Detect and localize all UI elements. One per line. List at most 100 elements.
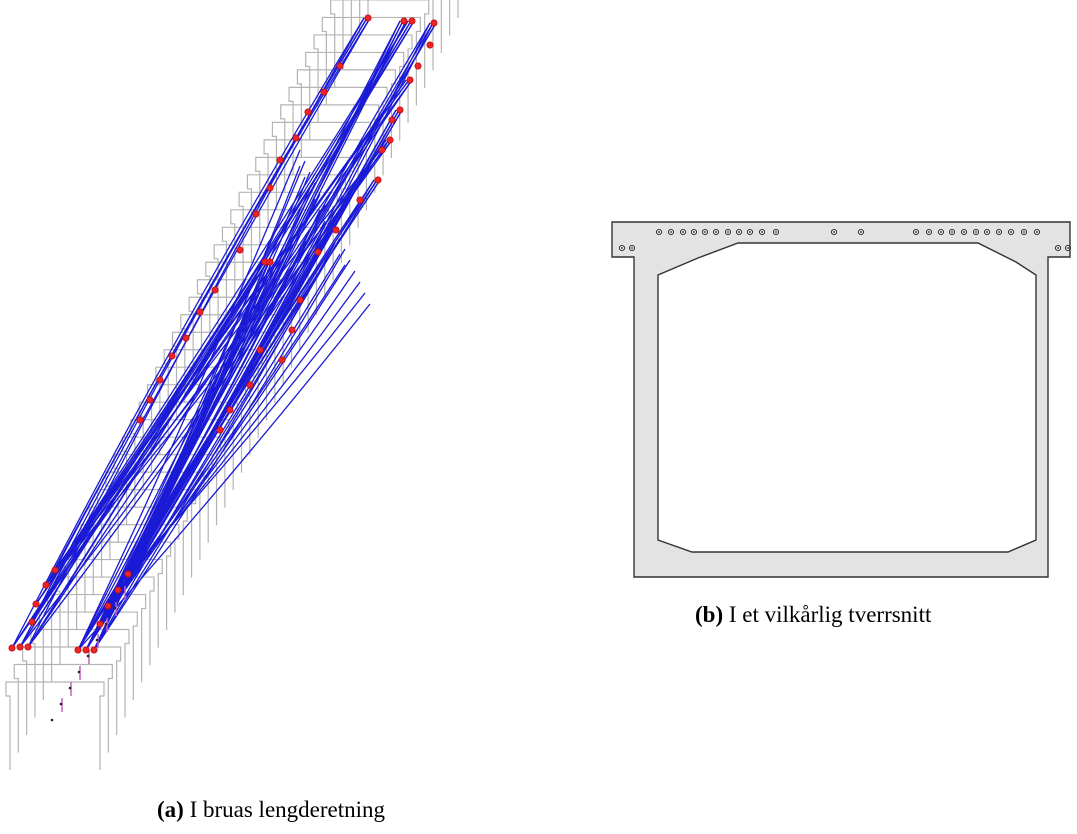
anchor-marker: [124, 570, 132, 578]
frame-outline: [113, 454, 213, 543]
duct-core: [1010, 231, 1012, 233]
duct-core: [693, 231, 695, 233]
support-dot: [59, 702, 63, 706]
caption-a-label: (a): [157, 797, 184, 822]
caption-b-label: (b): [695, 602, 724, 627]
anchor-marker: [288, 326, 296, 334]
support-dot: [104, 622, 108, 626]
duct-core: [682, 231, 684, 233]
support-markers: [50, 586, 126, 722]
duct: [667, 228, 675, 236]
anchor-marker: [156, 376, 164, 384]
tendon-line: [45, 17, 368, 586]
duct-core: [940, 231, 942, 233]
anchor-marker: [378, 146, 386, 154]
anchor-marker: [430, 19, 438, 27]
anchor-marker: [252, 210, 260, 218]
anchor-marker: [364, 14, 372, 22]
duct-core: [715, 231, 717, 233]
longitudinal-tendon-diagram: [5, 0, 459, 770]
duct-core: [1036, 231, 1038, 233]
anchor-marker: [408, 17, 416, 25]
anchor-marker: [396, 106, 404, 114]
anchor-marker: [82, 646, 90, 654]
duct: [735, 228, 743, 236]
frame-outline: [296, 69, 396, 158]
section-outline: [611, 221, 1071, 578]
duct: [830, 228, 838, 236]
frame-outline: [5, 681, 105, 770]
anchor-marker: [32, 600, 40, 608]
duct-core: [727, 231, 729, 233]
anchor-marker: [374, 176, 382, 184]
tendon-line: [11, 17, 365, 649]
tendon-line: [127, 209, 321, 575]
anchor-marker: [314, 248, 322, 256]
tendon-line: [77, 303, 371, 651]
duct-core: [833, 231, 835, 233]
anchor-marker: [246, 381, 254, 389]
duct-core: [775, 231, 777, 233]
duct: [679, 228, 687, 236]
duct: [972, 228, 980, 236]
tendon-line: [99, 109, 397, 625]
support-dot: [95, 638, 99, 642]
tendon-line: [31, 20, 412, 623]
tendon-line: [99, 259, 351, 625]
anchor-marker: [256, 346, 264, 354]
tendon-line: [99, 253, 341, 625]
duct-core: [658, 231, 660, 233]
caption-b: (b) I et vilkårlig tverrsnitt: [695, 602, 931, 628]
duct: [628, 244, 636, 252]
anchor-marker: [96, 620, 104, 628]
tendon-line: [45, 79, 407, 586]
anchor-marker: [406, 76, 414, 84]
anchor-marker: [320, 88, 328, 96]
frame-outline: [280, 104, 380, 193]
duct-core: [986, 231, 988, 233]
anchor-marker: [146, 396, 154, 404]
duct: [1007, 228, 1015, 236]
anchor-marker: [182, 334, 190, 342]
anchor-marker: [304, 108, 312, 116]
duct: [772, 228, 780, 236]
support-dot: [113, 606, 117, 610]
frame-outline: [330, 0, 430, 88]
duct-core: [963, 231, 965, 233]
duct: [701, 228, 709, 236]
tendon-line: [117, 281, 361, 591]
duct: [983, 228, 991, 236]
duct: [937, 228, 945, 236]
duct: [746, 228, 754, 236]
duct-core: [631, 247, 633, 249]
support-dot: [68, 686, 72, 690]
anchor-marker: [8, 644, 16, 652]
tendon-line: [19, 17, 371, 648]
anchor-marker: [236, 246, 244, 254]
tendon-line: [127, 292, 366, 575]
anchor-marker: [211, 286, 219, 294]
tendon-ducts: [618, 228, 1072, 252]
duct-core: [704, 231, 706, 233]
duct: [724, 228, 732, 236]
frame-outline: [305, 51, 405, 141]
caption-a: (a) I bruas lengderetning: [157, 797, 385, 823]
anchor-marker: [16, 643, 24, 651]
duct: [712, 228, 720, 236]
anchor-marker: [226, 406, 234, 414]
anchor-marker: [28, 618, 36, 626]
frame-outline: [313, 34, 413, 123]
anchor-marker: [42, 581, 50, 589]
duct-core: [975, 231, 977, 233]
anchor-marker: [51, 566, 59, 574]
caption-a-text: I bruas lengderetning: [183, 797, 386, 822]
duct-core: [761, 231, 763, 233]
duct: [1020, 228, 1028, 236]
anchor-marker: [336, 62, 344, 70]
duct: [690, 228, 698, 236]
support-dot: [86, 654, 90, 658]
duct: [948, 228, 956, 236]
duct-core: [1057, 247, 1059, 249]
frame-outline: [22, 646, 122, 736]
duct: [960, 228, 968, 236]
